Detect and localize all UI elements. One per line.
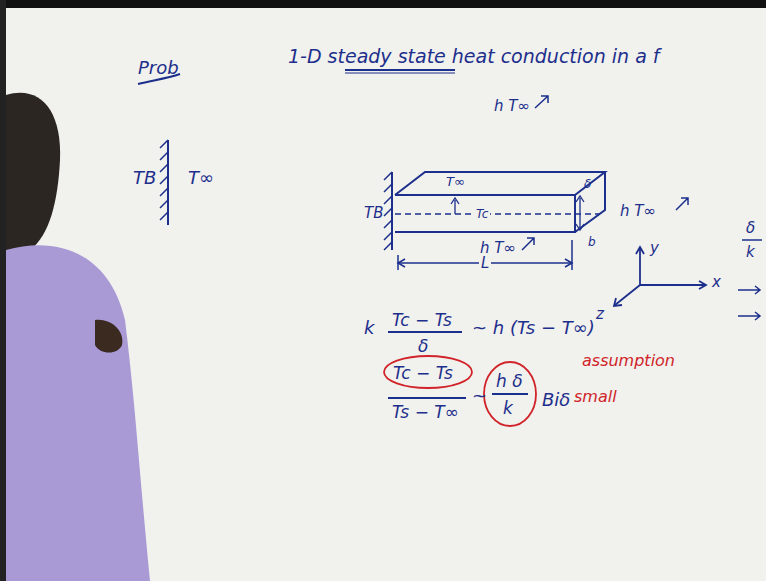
equation-term: k: [746, 244, 755, 261]
axis-label: y: [650, 240, 659, 257]
frame-bar: [0, 0, 766, 8]
equation-term: ~ h (Ts − T∞): [472, 318, 595, 338]
centerline: [395, 213, 600, 214]
note: assumption: [582, 352, 675, 370]
flow-arrow: [676, 198, 688, 210]
highlight-circle: [484, 362, 536, 426]
axes: [614, 247, 706, 306]
width-label: b: [588, 236, 596, 249]
fraction-bar: [492, 393, 528, 395]
fraction-bar: [388, 331, 462, 333]
flow-arrow: [522, 238, 534, 250]
wall-hatch: [160, 140, 168, 220]
temperature-label: TB: [364, 205, 383, 222]
fraction-bar: [742, 239, 762, 241]
flow-arrow: [535, 96, 548, 108]
equation-term: δ: [418, 337, 428, 356]
dimensionless-number: Biδ: [542, 390, 570, 410]
axis-label: x: [712, 274, 721, 291]
length-label: L: [479, 255, 491, 272]
convection-label: h T∞: [494, 98, 530, 115]
note: small: [574, 388, 617, 406]
temperature-label: TB: [133, 168, 156, 188]
wall-hatch: [384, 172, 392, 250]
equation-term: k: [503, 399, 513, 418]
fin-outline: [395, 172, 605, 232]
underline: [345, 69, 455, 71]
equation-term: δ: [746, 220, 755, 237]
temperature-label: T∞: [446, 175, 465, 189]
frame-edge: [0, 0, 6, 581]
equation-term: k: [364, 318, 374, 338]
equation-term: Ts − T∞: [392, 403, 459, 422]
fraction-bar: [388, 397, 466, 399]
equation-term: h δ: [496, 372, 523, 391]
axis-label: z: [596, 306, 604, 323]
convection-label: h T∞: [620, 203, 656, 220]
thickness-arrow: [576, 196, 584, 230]
board-title: 1-D steady state heat conduction in a f: [288, 46, 660, 67]
lecturer-shirt: [6, 245, 150, 581]
heat-arrow: [451, 198, 459, 214]
temperature-label: Tc: [474, 208, 490, 221]
temperature-label: T∞: [188, 168, 214, 188]
highlight-circle: [384, 356, 472, 388]
arrow-mark: [738, 312, 760, 320]
equation-term: Tc − Ts: [393, 364, 453, 383]
heading-note: Prob: [138, 58, 179, 78]
lecturer-hand: [95, 320, 122, 353]
lecturer-head: [6, 93, 60, 252]
equation-term: ~: [472, 386, 487, 406]
arrow-mark: [738, 286, 760, 294]
thickness-label: δ: [584, 178, 591, 191]
equation-term: Tc − Ts: [392, 311, 452, 330]
underline: [345, 73, 455, 74]
